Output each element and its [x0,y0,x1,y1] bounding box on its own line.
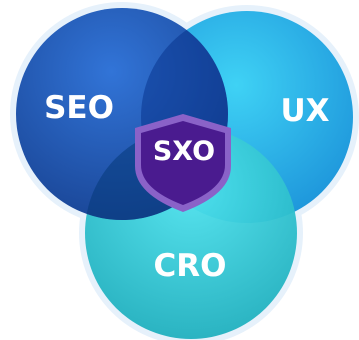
seo-label: SEO [44,90,114,126]
ux-label: UX [280,93,329,129]
cro-label: CRO [154,248,227,284]
sxo-label: SXO [153,136,215,167]
sxo-shield [141,121,225,205]
